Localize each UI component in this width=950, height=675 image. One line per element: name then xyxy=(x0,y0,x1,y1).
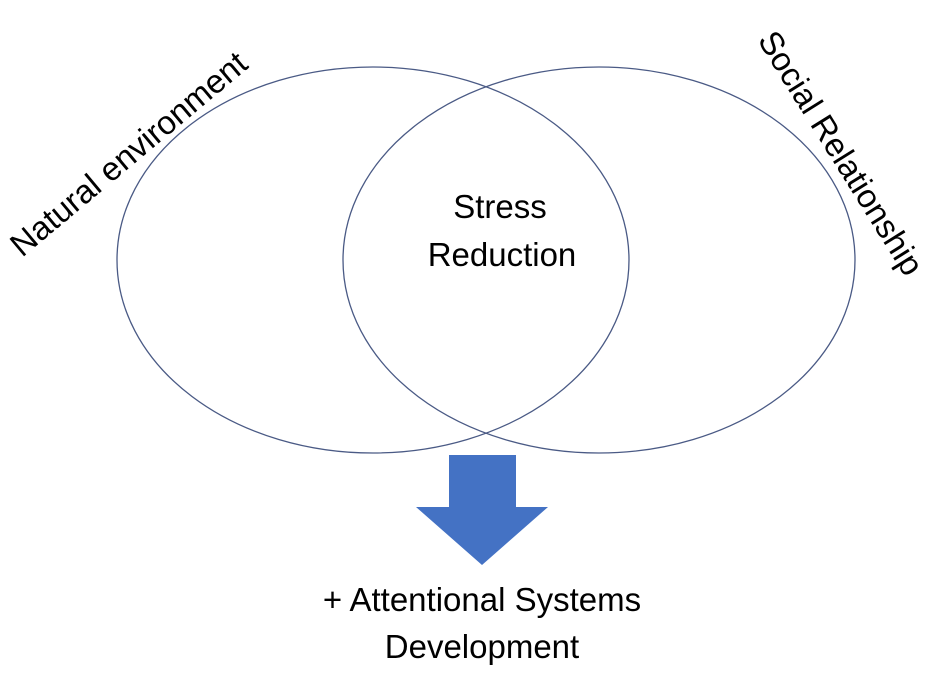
down-arrow-icon xyxy=(416,455,548,565)
natural-environment-label: Natural environment xyxy=(3,44,254,263)
reduction-label: Reduction xyxy=(428,236,577,273)
development-label: Development xyxy=(385,628,579,665)
attentional-systems-label: + Attentional Systems xyxy=(323,581,641,618)
stress-label: Stress xyxy=(453,188,547,225)
social-relationship-label: Social Relationship xyxy=(751,24,931,282)
social-relationship-circle xyxy=(342,66,856,454)
natural-environment-circle xyxy=(116,66,630,454)
